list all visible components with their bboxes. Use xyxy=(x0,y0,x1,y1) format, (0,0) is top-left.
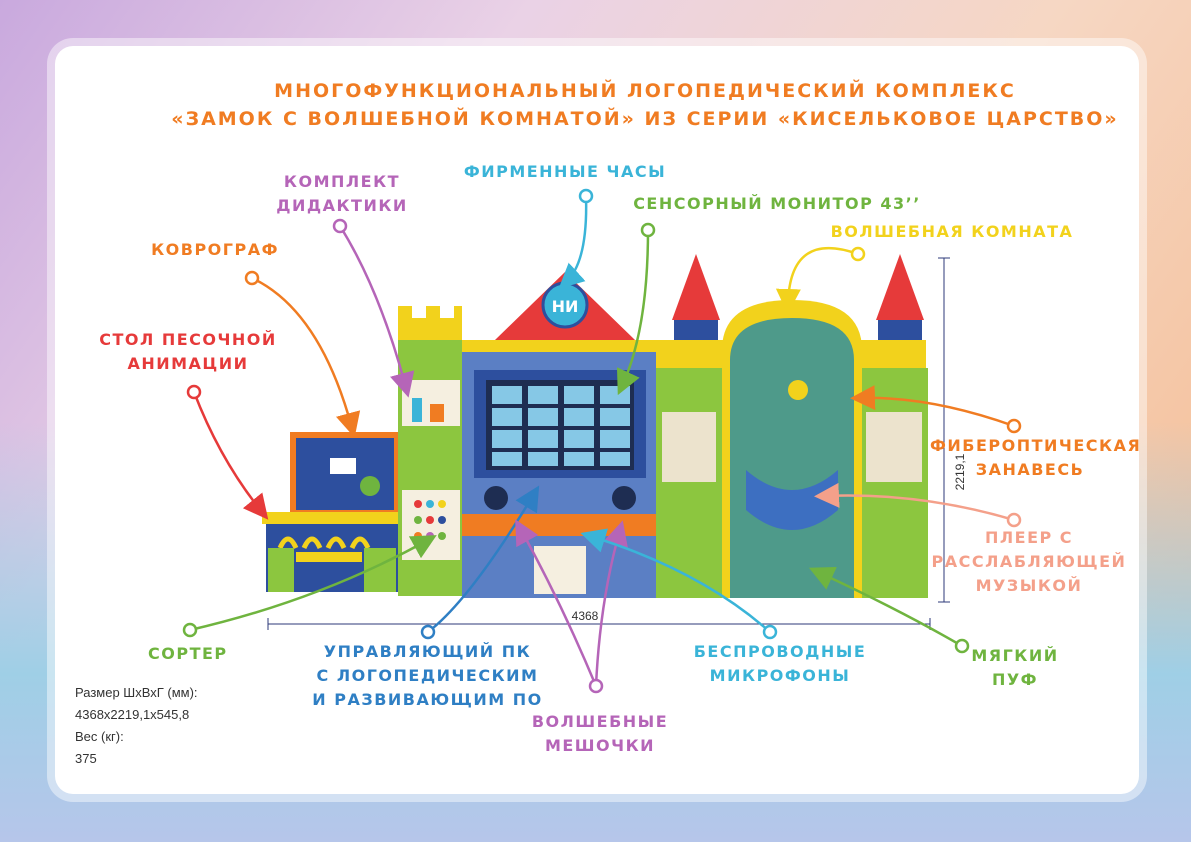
callout-didactics xyxy=(332,218,415,398)
didactics-tower xyxy=(398,306,464,596)
label-player-line3: МУЗЫКОЙ xyxy=(975,576,1083,595)
label-magic-room: ВОЛШЕБНАЯ КОМНАТА xyxy=(830,222,1074,241)
label-puf-line1: МЯГКИЙ xyxy=(971,646,1059,665)
title-line-1: МНОГОФУНКЦИОНАЛЬНЫЙ ЛОГОПЕДИЧЕСКИЙ КОМПЛ… xyxy=(274,80,1016,102)
title-line-2: «ЗАМОК С ВОЛШЕБНОЙ КОМНАТОЙ» ИЗ СЕРИИ «К… xyxy=(171,108,1119,130)
height-dimension: 2219,1 xyxy=(953,453,967,490)
label-mics-line2: МИКРОФОНЫ xyxy=(709,666,851,685)
label-kovrograf: КОВРОГРАФ xyxy=(151,240,279,259)
callout-sorter xyxy=(182,535,437,638)
label-player-line1: ПЛЕЕР С xyxy=(984,528,1074,547)
callout-bags xyxy=(515,519,628,694)
label-didactics: КОМПЛЕКТ ДИДАКТИКИ xyxy=(262,170,422,218)
spec-size-label: Размер ШхВхГ (мм): xyxy=(75,685,198,700)
central-pc-unit: НИ xyxy=(462,272,658,598)
label-bags: ВОЛШЕБНЫЕ МЕШОЧКИ xyxy=(510,710,690,758)
dimension-lines xyxy=(267,257,950,630)
spec-size-value: 4368x2219,1x545,8 xyxy=(75,707,190,722)
spec-weight-label: Вес (кг): xyxy=(75,729,124,744)
label-pc: УПРАВЛЯЮЩИЙ ПК С ЛОГОПЕДИЧЕСКИМ И РАЗВИВ… xyxy=(295,640,560,712)
clock-logo: НИ xyxy=(552,297,579,316)
callout-kovrograf xyxy=(244,270,361,438)
label-didactics-line2: ДИДАКТИКИ xyxy=(276,196,408,215)
label-fiber: ФИБЕРОПТИЧЕСКАЯ ЗАНАВЕСЬ xyxy=(930,434,1142,482)
label-fiber-line1: ФИБЕРОПТИЧЕСКАЯ xyxy=(930,436,1142,455)
label-bags-line2: МЕШОЧКИ xyxy=(544,736,656,755)
callout-sand-table xyxy=(186,384,269,520)
label-puf: МЯГКИЙ ПУФ xyxy=(960,644,1070,692)
callout-puf xyxy=(808,566,970,654)
label-bags-line1: ВОЛШЕБНЫЕ xyxy=(531,712,669,731)
label-player: ПЛЕЕР С РАССЛАБЛЯЮЩЕЙ МУЗЫКОЙ xyxy=(924,526,1134,598)
label-player-line2: РАССЛАБЛЯЮЩЕЙ xyxy=(931,552,1127,571)
callout-clock xyxy=(558,188,594,289)
label-pc-line3: И РАЗВИВАЮЩИМ ПО xyxy=(312,690,543,709)
label-pc-line1: УПРАВЛЯЮЩИЙ ПК xyxy=(323,642,532,661)
label-pc-line2: С ЛОГОПЕДИЧЕСКИМ xyxy=(316,666,539,685)
label-mics-line1: БЕСПРОВОДНЫЕ xyxy=(693,642,867,661)
label-sorter: СОРТЕР xyxy=(148,644,228,663)
callout-pc xyxy=(420,485,540,640)
label-fiber-line2: ЗАНАВЕСЬ xyxy=(975,460,1085,479)
label-puf-line2: ПУФ xyxy=(991,670,1039,689)
label-sand-table: СТОЛ ПЕСОЧНОЙ АНИМАЦИИ xyxy=(88,328,288,376)
label-clock: ФИРМЕННЫЕ ЧАСЫ xyxy=(463,162,667,181)
castle xyxy=(656,254,928,598)
callout-mics xyxy=(580,528,778,640)
spec-weight-value: 375 xyxy=(75,751,97,766)
callout-fiber xyxy=(850,385,1022,434)
label-monitor: СЕНСОРНЫЙ МОНИТОР 43’’ xyxy=(633,194,921,213)
callout-player xyxy=(814,482,1022,528)
callout-magic-room xyxy=(775,246,866,314)
label-sand-table-line2: АНИМАЦИИ xyxy=(127,354,249,373)
label-sand-table-line1: СТОЛ ПЕСОЧНОЙ xyxy=(99,330,277,349)
label-mics: БЕСПРОВОДНЫЕ МИКРОФОНЫ xyxy=(680,640,880,688)
callout-monitor xyxy=(616,222,656,396)
sand-table xyxy=(262,432,402,592)
specs-block: Размер ШхВхГ (мм): 4368x2219,1x545,8 Вес… xyxy=(75,682,198,770)
label-didactics-line1: КОМПЛЕКТ xyxy=(283,172,401,191)
width-dimension: 4368 xyxy=(572,609,599,623)
